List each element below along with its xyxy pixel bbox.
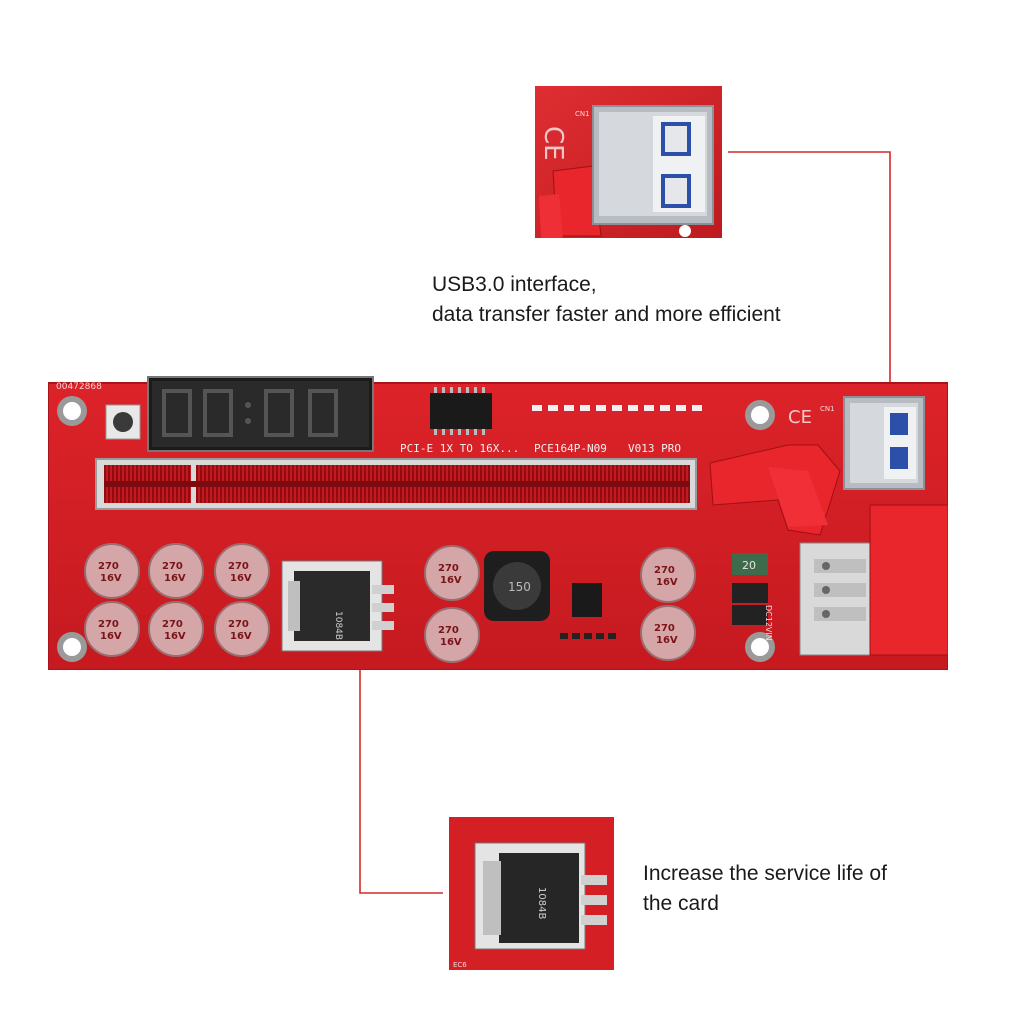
label-pcie: PCI-E 1X TO 16X...	[400, 442, 519, 455]
usb-caption-line-2: data transfer faster and more efficient	[432, 303, 781, 326]
svg-text:270: 270	[228, 619, 249, 630]
svg-text:270: 270	[438, 625, 459, 636]
inductor-label: 150	[508, 580, 531, 594]
inset-regulator-ref: EC6	[453, 961, 467, 969]
usb-caption-line-1: USB3.0 interface,	[432, 273, 597, 296]
svg-text:270: 270	[654, 565, 675, 576]
label-version: V013 PRO	[628, 442, 681, 455]
fuse-label: 20	[742, 559, 756, 572]
svg-text:CE: CE	[788, 407, 812, 428]
svg-text:270: 270	[438, 563, 459, 574]
regulator-closeup-inset: 1084B EC6	[449, 817, 614, 970]
svg-text:270: 270	[654, 623, 675, 634]
usb-caption: USB3.0 interface, data transfer faster a…	[432, 270, 781, 330]
svg-text:270: 270	[228, 561, 249, 572]
svg-text:CE: CE	[538, 126, 568, 161]
riser-board-graphic: 00472868 PCI-E 1X TO 16X... PCE1	[47, 376, 949, 671]
svg-text:16V: 16V	[164, 631, 186, 642]
connector-label: DC12VIN	[764, 605, 773, 641]
usb-closeup-graphic: CE CN1	[535, 86, 722, 238]
regulator-closeup-graphic: 1084B EC6	[449, 817, 614, 970]
svg-text:CN1: CN1	[575, 110, 590, 118]
svg-text:16V: 16V	[656, 635, 678, 646]
regulator-label: 1084B	[333, 611, 343, 640]
svg-text:270: 270	[98, 561, 119, 572]
inset-regulator-label: 1084B	[536, 887, 547, 919]
regulator-caption: Increase the service life of the card	[643, 859, 887, 919]
label-model: PCE164P-N09	[534, 442, 607, 455]
svg-text:16V: 16V	[440, 575, 462, 586]
svg-text:16V: 16V	[656, 577, 678, 588]
usb-ref-label: CN1	[820, 405, 835, 413]
svg-text:16V: 16V	[100, 573, 122, 584]
svg-text:16V: 16V	[164, 573, 186, 584]
svg-text:16V: 16V	[440, 637, 462, 648]
regulator-caption-line-2: the card	[643, 892, 719, 915]
svg-text:16V: 16V	[100, 631, 122, 642]
riser-board: 00472868 PCI-E 1X TO 16X... PCE1	[47, 375, 949, 671]
usb-closeup-inset: CE CN1	[535, 86, 722, 238]
svg-text:270: 270	[162, 561, 183, 572]
svg-text:270: 270	[98, 619, 119, 630]
svg-text:270: 270	[162, 619, 183, 630]
regulator-caption-line-1: Increase the service life of	[643, 862, 887, 885]
serial-label: 00472868	[56, 382, 102, 392]
svg-text:16V: 16V	[230, 631, 252, 642]
svg-text:16V: 16V	[230, 573, 252, 584]
mounting-holes	[57, 396, 775, 662]
